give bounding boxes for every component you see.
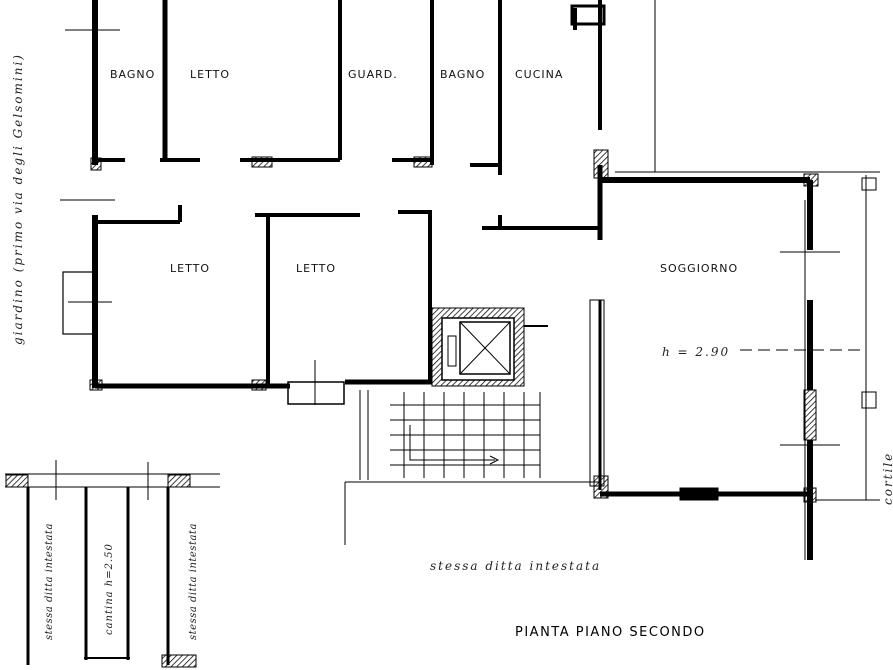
note-cantina: cantina h=2.50 <box>104 543 115 635</box>
staircase <box>287 381 600 545</box>
room-label-bagno-1: BAGNO <box>110 68 155 81</box>
exterior-walls <box>92 0 813 560</box>
window-marks <box>60 0 880 560</box>
room-label-letto-2: LETTO <box>170 262 210 275</box>
room-label-guard: GUARD. <box>348 68 398 81</box>
note-cortile: cortile <box>881 452 893 505</box>
room-label-letto-1: LETTO <box>190 68 230 81</box>
room-label-letto-3: LETTO <box>296 262 336 275</box>
interior-walls <box>95 0 600 386</box>
note-stessa-ditta-right: stessa ditta intestata <box>188 523 199 640</box>
ceiling-height-label: h = 2.90 <box>662 345 730 359</box>
room-label-cucina: CUCINA <box>515 68 563 81</box>
note-giardino: giardino (primo via degli Gelsomini) <box>11 53 25 345</box>
note-stessa-ditta-left: stessa ditta intestata <box>44 523 55 640</box>
hatched-columns <box>89 4 819 503</box>
cantina-plan <box>5 460 220 668</box>
room-label-soggiorno: SOGGIORNO <box>660 262 738 275</box>
drawing-title: PIANTA PIANO SECONDO <box>515 625 706 640</box>
elevator-shaft <box>431 307 548 387</box>
room-label-bagno-2: BAGNO <box>440 68 485 81</box>
note-stessa-ditta-bottom: stessa ditta intestata <box>430 559 601 573</box>
